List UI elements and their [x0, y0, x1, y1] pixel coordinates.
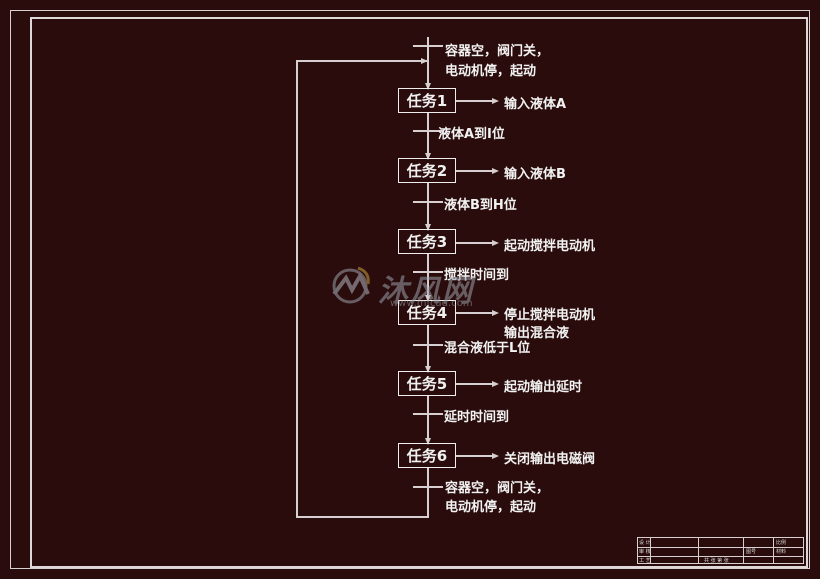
transition-2-bar	[413, 201, 443, 203]
transition-2-label: 液体B到H位	[444, 198, 517, 213]
task-4-output-line2: 输出混合液	[504, 326, 570, 341]
flow-line-2-3	[427, 183, 429, 230]
flow-line-3-4	[427, 254, 429, 301]
task-5-output-line	[456, 383, 494, 385]
task-3-output: 起动搅拌电动机	[504, 239, 596, 254]
tb-design-label: 设 计	[639, 540, 651, 546]
task-1-output: 输入液体A	[504, 97, 567, 112]
task-5-box: 任务5	[398, 371, 456, 396]
task-6-output-line	[456, 455, 494, 457]
arrow-into-task4	[425, 295, 431, 302]
tb-sheet-count: 共 张 第 张	[704, 558, 729, 564]
flow-line-5-6	[427, 396, 429, 444]
arrow-into-task2	[425, 153, 431, 160]
title-block-row-divider-2	[638, 556, 803, 557]
start-transition-bar	[413, 45, 443, 47]
task-2-output-arrow	[492, 168, 499, 174]
arrow-into-task3	[425, 224, 431, 231]
task-6-box: 任务6	[398, 443, 456, 468]
task-4-box: 任务4	[398, 300, 456, 325]
arrow-into-task5	[425, 366, 431, 373]
transition-5-bar	[413, 413, 443, 415]
task-4-output-line1: 停止搅拌电动机	[504, 308, 596, 323]
transition-4-label: 混合液低于L位	[444, 341, 531, 356]
flow-line-bottom	[427, 468, 429, 517]
tb-drawing-no-label: 图号	[746, 549, 757, 555]
task-1-box: 任务1	[398, 88, 456, 113]
loop-line-left	[296, 60, 298, 517]
transition-1-label: 液体A到I位	[438, 127, 505, 142]
task-2-box: 任务2	[398, 158, 456, 183]
task-1-output-arrow	[492, 98, 499, 104]
inner-border	[30, 17, 808, 568]
end-condition-line2: 电动机停，起动	[445, 500, 537, 515]
task-4-output-arrow	[492, 310, 499, 316]
title-block-col-divider-2	[698, 538, 699, 563]
task-3-box: 任务3	[398, 229, 456, 254]
task-2-output-line	[456, 170, 494, 172]
end-transition-bar	[413, 486, 443, 488]
tb-check-label: 审 核	[639, 549, 651, 555]
start-condition-line1: 容器空，阀门关，	[445, 44, 550, 59]
arrow-into-task6	[425, 438, 431, 445]
title-block-col-divider-1	[650, 538, 651, 563]
task-5-output: 起动输出延时	[504, 380, 583, 395]
outer-border	[10, 10, 810, 569]
arrow-into-task1	[425, 83, 431, 90]
transition-4-bar	[413, 344, 443, 346]
transition-3-label: 搅拌时间到	[444, 268, 510, 283]
title-block-row-divider-1	[638, 547, 803, 548]
transition-3-bar	[413, 271, 443, 273]
task-4-output-line	[456, 312, 494, 314]
start-condition-line2: 电动机停，起动	[445, 64, 537, 79]
task-5-output-arrow	[492, 381, 499, 387]
transition-5-label: 延时时间到	[444, 410, 510, 425]
loop-arrow	[421, 58, 428, 64]
task-3-output-arrow	[492, 240, 499, 246]
title-block: 设 计 比例 审 核 图号 材料 工 艺 共 张 第 张	[637, 537, 804, 564]
title-block-col-divider-3	[743, 538, 744, 563]
end-condition-line1: 容器空，阀门关，	[445, 481, 550, 496]
flow-line-4-5	[427, 325, 429, 372]
task-2-output: 输入液体B	[504, 167, 566, 182]
flow-line-1-2	[427, 113, 429, 159]
transition-1-bar	[413, 130, 443, 132]
tb-process-label: 工 艺	[639, 558, 651, 564]
task-6-output-arrow	[492, 453, 499, 459]
task-1-output-line	[456, 100, 494, 102]
loop-line-bottom	[296, 516, 429, 518]
loop-line-top	[296, 60, 427, 62]
tb-scale-label: 比例	[776, 540, 787, 546]
tb-material-label: 材料	[776, 549, 787, 555]
task-6-output: 关闭输出电磁阀	[504, 452, 596, 467]
task-3-output-line	[456, 242, 494, 244]
title-block-col-divider-4	[773, 538, 774, 563]
